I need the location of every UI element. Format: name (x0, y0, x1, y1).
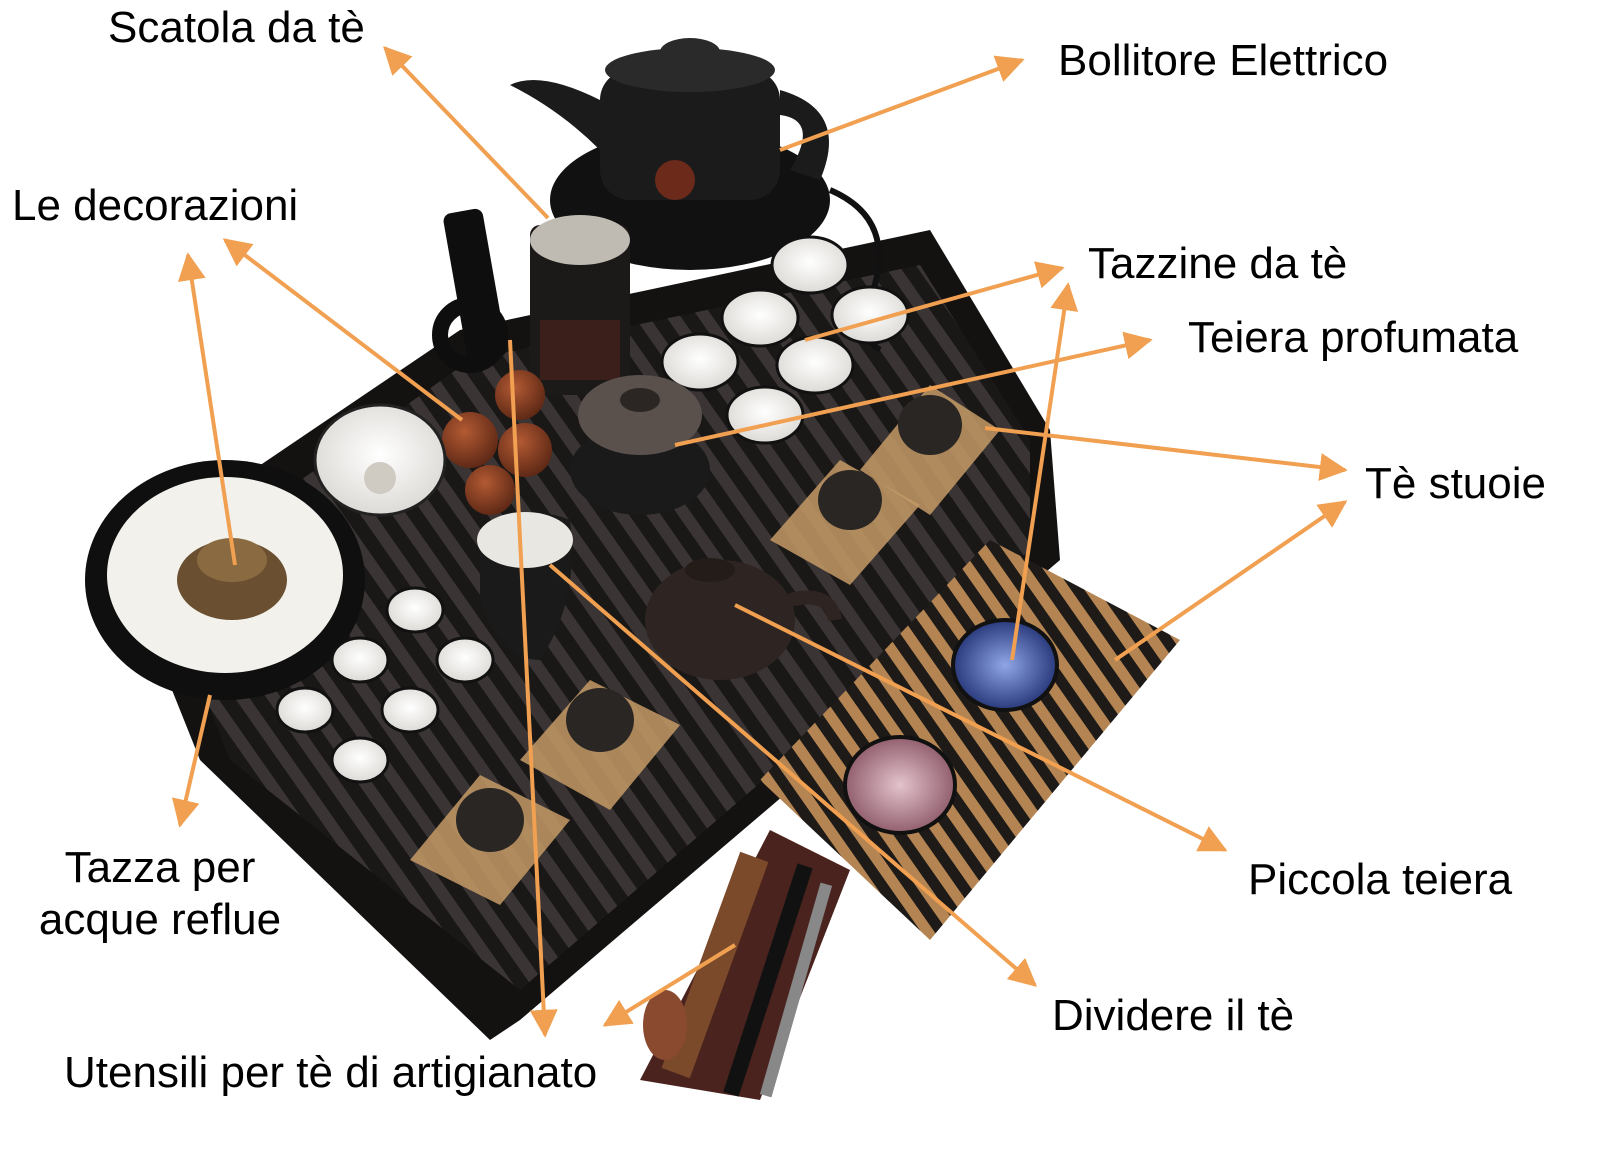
label-tea-cups: Tazzine da tè (1088, 239, 1348, 288)
label-decorations: Le decorazioni (12, 181, 299, 230)
label-tea-mats: Tè stuoie (1365, 459, 1546, 508)
strainer-bowl (313, 403, 447, 517)
utensil-holder-on-tray (432, 208, 508, 373)
arrow-craft-utensils (508, 339, 558, 1038)
arrow-craft-utensils-set (602, 943, 737, 1027)
annotation-arrows (172, 45, 1348, 1038)
arrow-tea-mats (984, 426, 1348, 481)
label-craft-utensils: Utensili per tè di artigianato (64, 1048, 598, 1097)
arrow-tea-cups-blue (1010, 282, 1079, 661)
small-teapot (645, 558, 842, 680)
arrow-aroma-pot (674, 331, 1153, 447)
fairness-pitcher (477, 512, 573, 660)
arrow-small-teapot (734, 603, 1228, 852)
gaiwan (570, 375, 710, 515)
arrow-decorations-bowl (177, 252, 237, 566)
arrow-tea-divider (548, 563, 1038, 987)
clay-decorations (442, 370, 552, 515)
label-tea-box: Scatola da tè (108, 3, 365, 52)
arrow-electric-kettle (779, 55, 1025, 152)
label-waste-bowl-line1: Tazza per (64, 843, 256, 892)
waste-water-bowl (85, 460, 365, 700)
label-aroma-pot: Teiera profumata (1188, 313, 1519, 362)
glazed-cups (843, 618, 1059, 835)
tea-utensil-set (640, 830, 850, 1100)
arrow-tea-mats-bottom (1113, 500, 1348, 662)
label-electric-kettle: Bollitore Elettrico (1058, 36, 1389, 85)
dark-cups (456, 395, 962, 852)
arrow-decorations (222, 238, 464, 422)
tea-caddy (530, 215, 630, 395)
white-cups-bottom (275, 586, 495, 784)
label-small-teapot: Piccola teiera (1248, 855, 1513, 904)
label-waste-bowl-line2: acque reflue (38, 895, 282, 944)
arrow-tea-box (383, 45, 550, 220)
arrow-tea-cups (804, 261, 1065, 342)
label-waste-bowl: Tazza per acque reflue (32, 842, 288, 946)
arrow-waste-bowl (172, 694, 212, 828)
label-tea-divider: Dividere il tè (1052, 991, 1295, 1040)
